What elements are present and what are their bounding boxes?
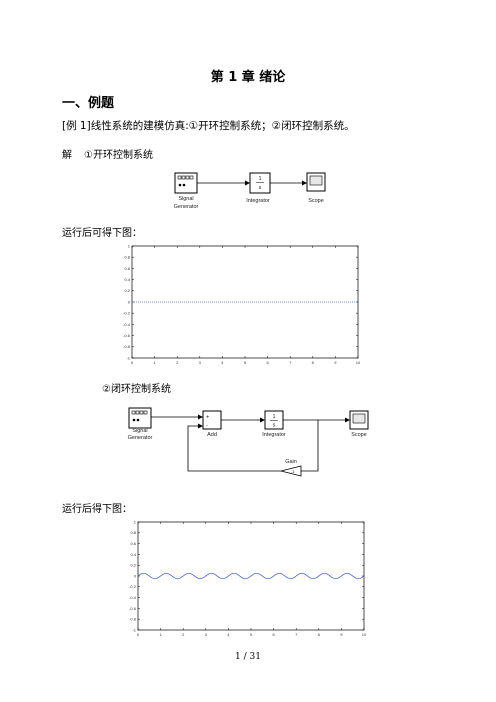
gain-value: -1 [291,469,295,474]
add-label: Add [207,432,217,438]
x-tick-label: 2 [182,632,185,637]
y-tick-label: 0 [128,299,131,304]
y-tick-label: -0.4 [123,322,131,327]
scope-label: Scope [351,432,367,438]
y-tick-label: 0.6 [124,266,130,271]
y-tick-label: -1 [126,355,130,360]
integrator-label: Integrator [262,432,286,438]
signal-generator-label-2: Generator [174,204,199,210]
integrator-numerator: 1 [272,414,275,420]
x-tick-label: 7 [289,360,292,365]
arrow-head-icon [198,423,203,429]
integrator-block: 1 s [249,172,271,194]
x-tick-label: 4 [221,360,224,365]
integrator-denominator: s [273,423,276,429]
x-tick-label: 6 [266,360,269,365]
x-tick-label: 3 [199,360,202,365]
signal-generator-label-1: Signal [178,196,193,202]
scope-block [306,172,326,192]
x-tick-label: 1 [159,632,162,637]
solution-label: ①开环控制系统 [84,150,153,161]
integrator-denominator: s [259,185,262,191]
closed-loop-chart: 0 1 2 3 4 5 6 7 8 9 10 1 0.8 0.6 0.4 0.2 0 -0.2 -0.4 -0.6 -0… [129,519,367,637]
chapter-title: 第 1 章 绪论 [210,70,286,85]
scope-block [349,410,369,430]
y-tick-label: 1 [134,519,137,524]
x-tick-label: 5 [250,632,253,637]
y-tick-label: -0.6 [123,333,131,338]
gain-label: Gain [285,459,297,465]
integrator-label: Integrator [246,198,270,204]
x-tick-label: 5 [244,360,247,365]
y-tick-label: -0.4 [129,595,137,600]
y-tick-label: 0.6 [130,541,136,546]
y-tick-label: 0.2 [130,563,136,568]
y-tick-label: 0.8 [130,530,136,535]
series-line-2 [137,572,365,580]
arrow-head-icon [198,414,203,420]
arrow-head-icon [260,417,265,423]
x-tick-label: 10 [362,632,367,637]
feedback-line [301,420,319,472]
signal-generator-block [174,172,198,194]
arrow-head-icon [245,180,250,186]
solution-line: 解 ①开环控制系统 [62,146,153,161]
add-block: + - [202,410,222,430]
y-tick-label: 0.4 [124,277,130,282]
y-tick-label: 0.8 [124,255,130,260]
x-tick-label: 7 [295,632,298,637]
y-tick-label: -0.8 [129,617,137,622]
x-tick-label: 1 [153,360,156,365]
y-tick-label: 1 [128,243,131,248]
x-tick-label: 3 [205,632,208,637]
y-tick-label: -0.8 [123,344,131,349]
open-loop-chart: 0 1 2 3 4 5 6 7 8 9 10 1 0.8 0.6 0.4 0.2 0 -0.2 -0.4 -0.6 -0… [123,243,361,365]
arrow-head-icon [302,180,307,186]
arrow-head-icon [345,417,350,423]
sum-plus-sign: + [206,415,209,421]
y-tick-label: -0.2 [129,584,137,589]
signal-generator-label-2: Generator [128,435,153,441]
example-statement: [例 1]线性系统的建模仿真:①开环控制系统；②闭环控制系统。 [62,120,355,132]
feedback-line [187,425,281,472]
x-tick-label: 9 [340,632,343,637]
x-tick-label: 4 [227,632,230,637]
gain-block [280,465,302,477]
x-tick-label: 9 [334,360,337,365]
chart-caption-2: 运行后得下图： [62,504,132,515]
open-loop-diagram: Signal Generator 1 s Integrator Scope [174,172,326,210]
y-tick-label: -0.6 [129,606,137,611]
y-tick-label: 0 [134,573,137,578]
x-tick-label: 2 [176,360,179,365]
x-tick-label: 8 [318,632,321,637]
closed-loop-heading: ②闭环控制系统 [102,384,171,395]
y-tick-label: 0.4 [130,552,136,557]
solution-prefix: 解 [62,150,72,161]
integrator-numerator: 1 [258,176,261,182]
x-tick-label: 8 [312,360,315,365]
integrator-block: 1 s [264,410,284,430]
sum-minus-sign: - [206,423,208,429]
y-tick-label: -0.2 [123,311,131,316]
y-tick-label: 0.2 [124,288,130,293]
signal-generator-label-1: Signal [132,428,147,434]
x-tick-label: 0 [131,360,134,365]
section-heading: 一、例题 [62,96,115,111]
page-number: 1 / 31 [235,652,261,662]
chart-caption-1: 运行后可得下图： [62,228,142,239]
signal-generator-block [128,407,152,429]
x-tick-label: 0 [137,632,140,637]
closed-loop-diagram: Signal Generator + - Add 1 s Integrator … [128,407,369,477]
x-tick-label: 6 [272,632,275,637]
y-tick-label: -1 [132,627,136,632]
scope-label: Scope [308,198,324,204]
x-tick-label: 10 [356,360,361,365]
